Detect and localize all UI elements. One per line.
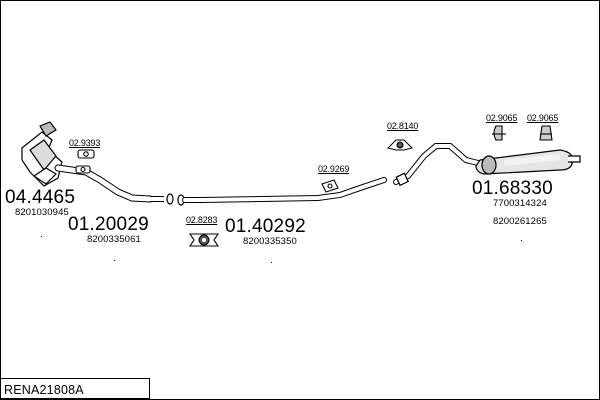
leader-dot xyxy=(271,262,272,263)
leader-dot xyxy=(41,236,42,237)
catalyst-drawing xyxy=(21,121,63,187)
clamp-label-02-8283: 02.8283 xyxy=(186,215,218,225)
clamp-label-02-9269: 02.9269 xyxy=(318,164,350,174)
front-pipe-code: 01.20029 xyxy=(68,214,149,235)
kit-title: RENA21808A xyxy=(4,383,84,397)
rear-silencer-oem-number-1: 7700314324 xyxy=(493,198,547,209)
clamp-02-9065-right-drawing xyxy=(539,125,553,141)
clamp-label-02-8140: 02.8140 xyxy=(387,121,419,131)
catalyst-code: 04.4465 xyxy=(5,187,76,208)
rear-silencer-oem-number-2: 8200261265 xyxy=(493,216,547,227)
clamp-label-02-9065-right: 02.9065 xyxy=(527,113,559,123)
joint-flange xyxy=(166,193,174,205)
clamp-02-9065-left-drawing xyxy=(492,125,506,141)
clamp-02-9269-drawing xyxy=(321,179,339,193)
clamp-02-8140-drawing xyxy=(386,139,414,151)
clamp-label-02-9065-left: 02.9065 xyxy=(486,113,518,123)
clamp-02-9393-drawing xyxy=(75,149,95,174)
pipe-sleeve xyxy=(395,172,410,187)
middle-pipe-oem-number: 8200335350 xyxy=(243,236,297,247)
title-box: RENA21808A xyxy=(0,378,150,399)
leader-dot xyxy=(521,240,522,241)
clamp-02-8283-drawing xyxy=(188,233,220,247)
middle-pipe-code: 01.40292 xyxy=(225,216,306,237)
catalyst-oem-number: 8201030945 xyxy=(15,207,69,218)
leader-dot xyxy=(114,260,115,261)
rear-silencer-code: 01.68330 xyxy=(472,178,553,199)
rear-silencer-drawing xyxy=(475,149,581,175)
clamp-label-02-9393: 02.9393 xyxy=(69,138,101,148)
front-pipe-oem-number: 8200335061 xyxy=(87,234,141,245)
